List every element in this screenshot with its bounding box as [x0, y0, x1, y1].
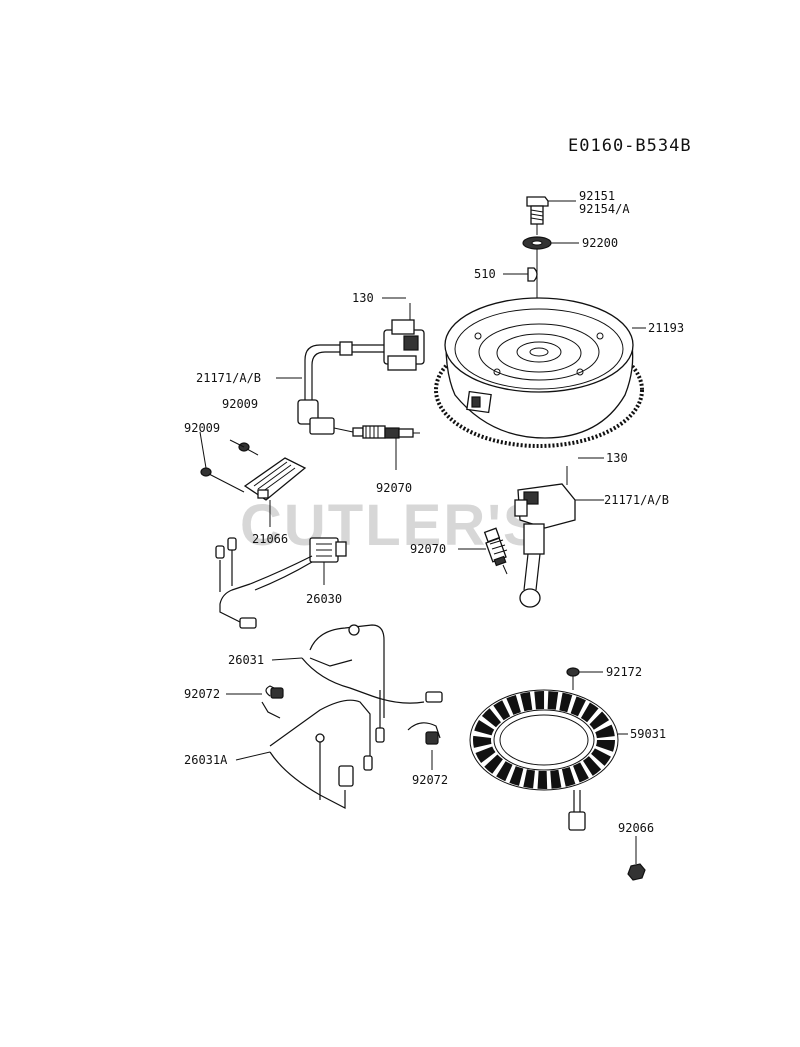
label-92070-right: 92070	[410, 542, 446, 556]
spark-plug-left-drawing	[352, 425, 420, 439]
screw-92009-lower-drawing	[200, 467, 245, 493]
screw-92009-upper-drawing	[238, 442, 259, 456]
label-26030: 26030	[306, 592, 342, 606]
label-130-upper: 130	[352, 291, 374, 305]
bolt-92151-drawing	[526, 196, 549, 225]
clamp-92072-right-drawing	[407, 722, 441, 745]
harness-26031A-drawing	[269, 699, 373, 809]
harness-26031-drawing	[301, 624, 443, 743]
label-92009-lower: 92009	[184, 421, 220, 435]
ignition-coil-left-drawing	[297, 319, 425, 435]
nut-92066-drawing	[627, 863, 646, 881]
label-92154A: 92154/A	[579, 202, 630, 216]
washer-92200-drawing	[522, 236, 552, 250]
label-92151: 92151	[579, 189, 615, 203]
clamp-92072-left-drawing	[261, 685, 284, 719]
label-26031: 26031	[228, 653, 264, 667]
label-21066: 21066	[252, 532, 288, 546]
label-26031A: 26031A	[184, 753, 228, 767]
diagram-code: E0160-B534B	[568, 136, 692, 156]
regulator-21066-drawing	[243, 457, 307, 501]
label-92072-left: 92072	[184, 687, 220, 701]
spark-plug-right-drawing	[483, 527, 508, 575]
label-92009-upper: 92009	[222, 397, 258, 411]
label-21171-left: 21171/A/B	[196, 371, 261, 385]
stator-screw-92172-drawing	[566, 667, 580, 690]
key-510-drawing	[527, 267, 538, 282]
label-92066: 92066	[618, 821, 654, 835]
label-92200: 92200	[582, 236, 618, 250]
ignition-coil-right-drawing	[514, 483, 576, 608]
flywheel-21193-drawing	[434, 297, 644, 448]
leader-lines	[199, 200, 646, 864]
label-21193: 21193	[648, 321, 684, 335]
lead-harness-26030-drawing	[215, 537, 347, 629]
label-130-lower: 130	[606, 451, 628, 465]
label-92070-left: 92070	[376, 481, 412, 495]
label-92172: 92172	[606, 665, 642, 679]
stator-59031-drawing	[469, 689, 619, 831]
label-59031: 59031	[630, 727, 666, 741]
label-510: 510	[474, 267, 496, 281]
label-21171-right: 21171/A/B	[604, 493, 669, 507]
label-92072-right: 92072	[412, 773, 448, 787]
